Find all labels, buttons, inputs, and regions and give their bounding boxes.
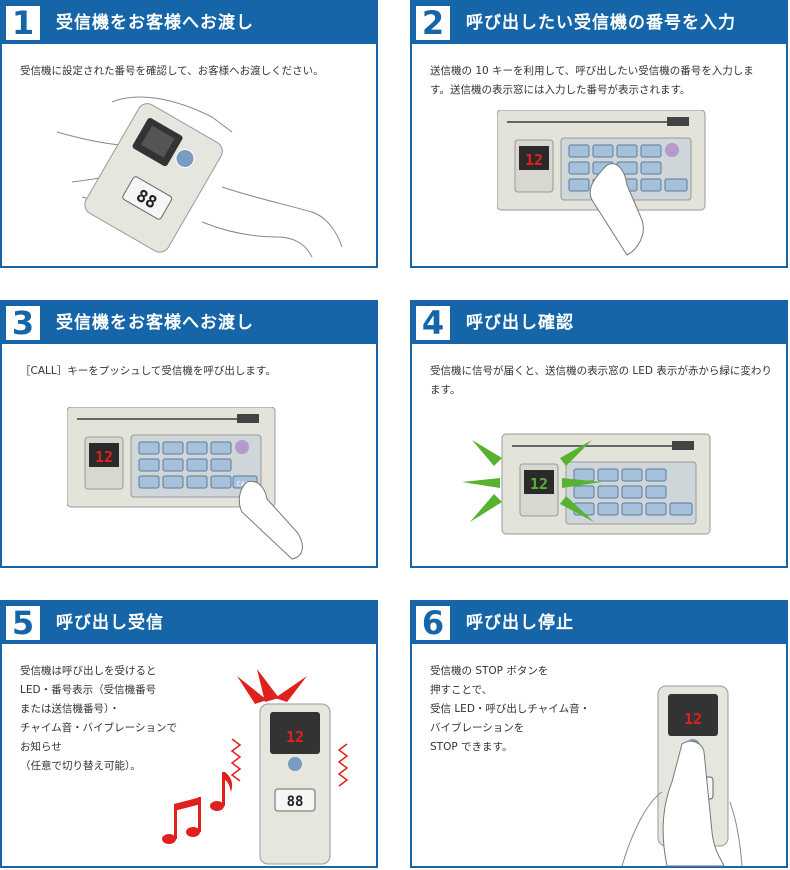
vibration-left-icon [230, 738, 242, 782]
step-1-panel: 1 受信機をお客様へお渡し 受信機に設定された番号を確認して、お客様へお渡しくだ… [0, 0, 378, 268]
receiver-led-display: 12 [684, 710, 702, 728]
transmitter-input-illustration: 12 [497, 110, 706, 256]
step-number: 2 [416, 6, 450, 40]
step-title: 呼び出し確認 [466, 313, 574, 333]
step-number: 6 [416, 606, 450, 640]
step-title: 呼び出し停止 [466, 613, 574, 633]
step-header: 5 呼び出し受信 [2, 602, 376, 644]
step-number: 4 [416, 306, 450, 340]
step-title: 受信機をお客様へお渡し [56, 313, 254, 333]
step-header: 1 受信機をお客様へお渡し [2, 2, 376, 44]
receiver-number-display: 88 [287, 794, 304, 810]
transmitter-display-green: 12 [530, 475, 548, 493]
transmitter-display: 12 [525, 151, 543, 169]
step-description: 送信機の 10 キーを利用して、呼び出したい受信機の番号を入力します。送信機の表… [430, 65, 754, 96]
receiver-led-display: 12 [286, 728, 304, 746]
step-title: 呼び出し受信 [56, 613, 164, 633]
step-header: 4 呼び出し確認 [412, 302, 786, 344]
step-6-panel: 6 呼び出し停止 受信機の STOP ボタンを 押すことで、 受信 LED・呼び… [410, 600, 788, 868]
step-description: ［CALL］キーをプッシュして受信機を呼び出します。 [20, 365, 276, 377]
step-header: 2 呼び出したい受信機の番号を入力 [412, 2, 786, 44]
step-number: 3 [6, 306, 40, 340]
step-5-panel: 5 呼び出し受信 受信機は呼び出しを受けると LED・番号表示（受信機番号 また… [0, 600, 378, 868]
music-note-icon [162, 772, 233, 844]
receiver-stop-illustration: 12 88 [621, 685, 743, 867]
step-header: 6 呼び出し停止 [412, 602, 786, 644]
step-2-panel: 2 呼び出したい受信機の番号を入力 送信機の 10 キーを利用して、呼び出したい… [410, 0, 788, 268]
transmitter-call-illustration: 12 CALL [67, 407, 303, 560]
step-title: 呼び出したい受信機の番号を入力 [466, 13, 736, 33]
signal-burst-icon [462, 440, 602, 522]
alert-rays-icon [237, 669, 307, 704]
step-description: 受信機は呼び出しを受けると LED・番号表示（受信機番号 または送信機番号）・ … [20, 665, 177, 772]
step-title: 受信機をお客様へお渡し [56, 13, 254, 33]
step-number: 5 [6, 606, 40, 640]
vibration-right-icon [337, 743, 349, 787]
receiver-ringing-illustration: 12 88 [162, 669, 349, 865]
step-description: 受信機に信号が届くと、送信機の表示窓の LED 表示が赤から緑に変わります。 [430, 365, 772, 396]
step-description: 受信機の STOP ボタンを 押すことで、 受信 LED・呼び出しチャイム音・ … [430, 665, 591, 753]
transmitter-display: 12 [95, 448, 113, 466]
step-header: 3 受信機をお客様へお渡し [2, 302, 376, 344]
step-3-panel: 3 受信機をお客様へお渡し ［CALL］キーをプッシュして受信機を呼び出します。… [0, 300, 378, 568]
step-4-panel: 4 呼び出し確認 受信機に信号が届くと、送信機の表示窓の LED 表示が赤から緑… [410, 300, 788, 568]
transmitter-confirm-illustration: 12 [462, 433, 711, 535]
step-number: 1 [6, 6, 40, 40]
receiver-handover-illustration: 88 [56, 96, 343, 258]
step-description: 受信機に設定された番号を確認して、お客様へお渡しください。 [20, 65, 324, 77]
